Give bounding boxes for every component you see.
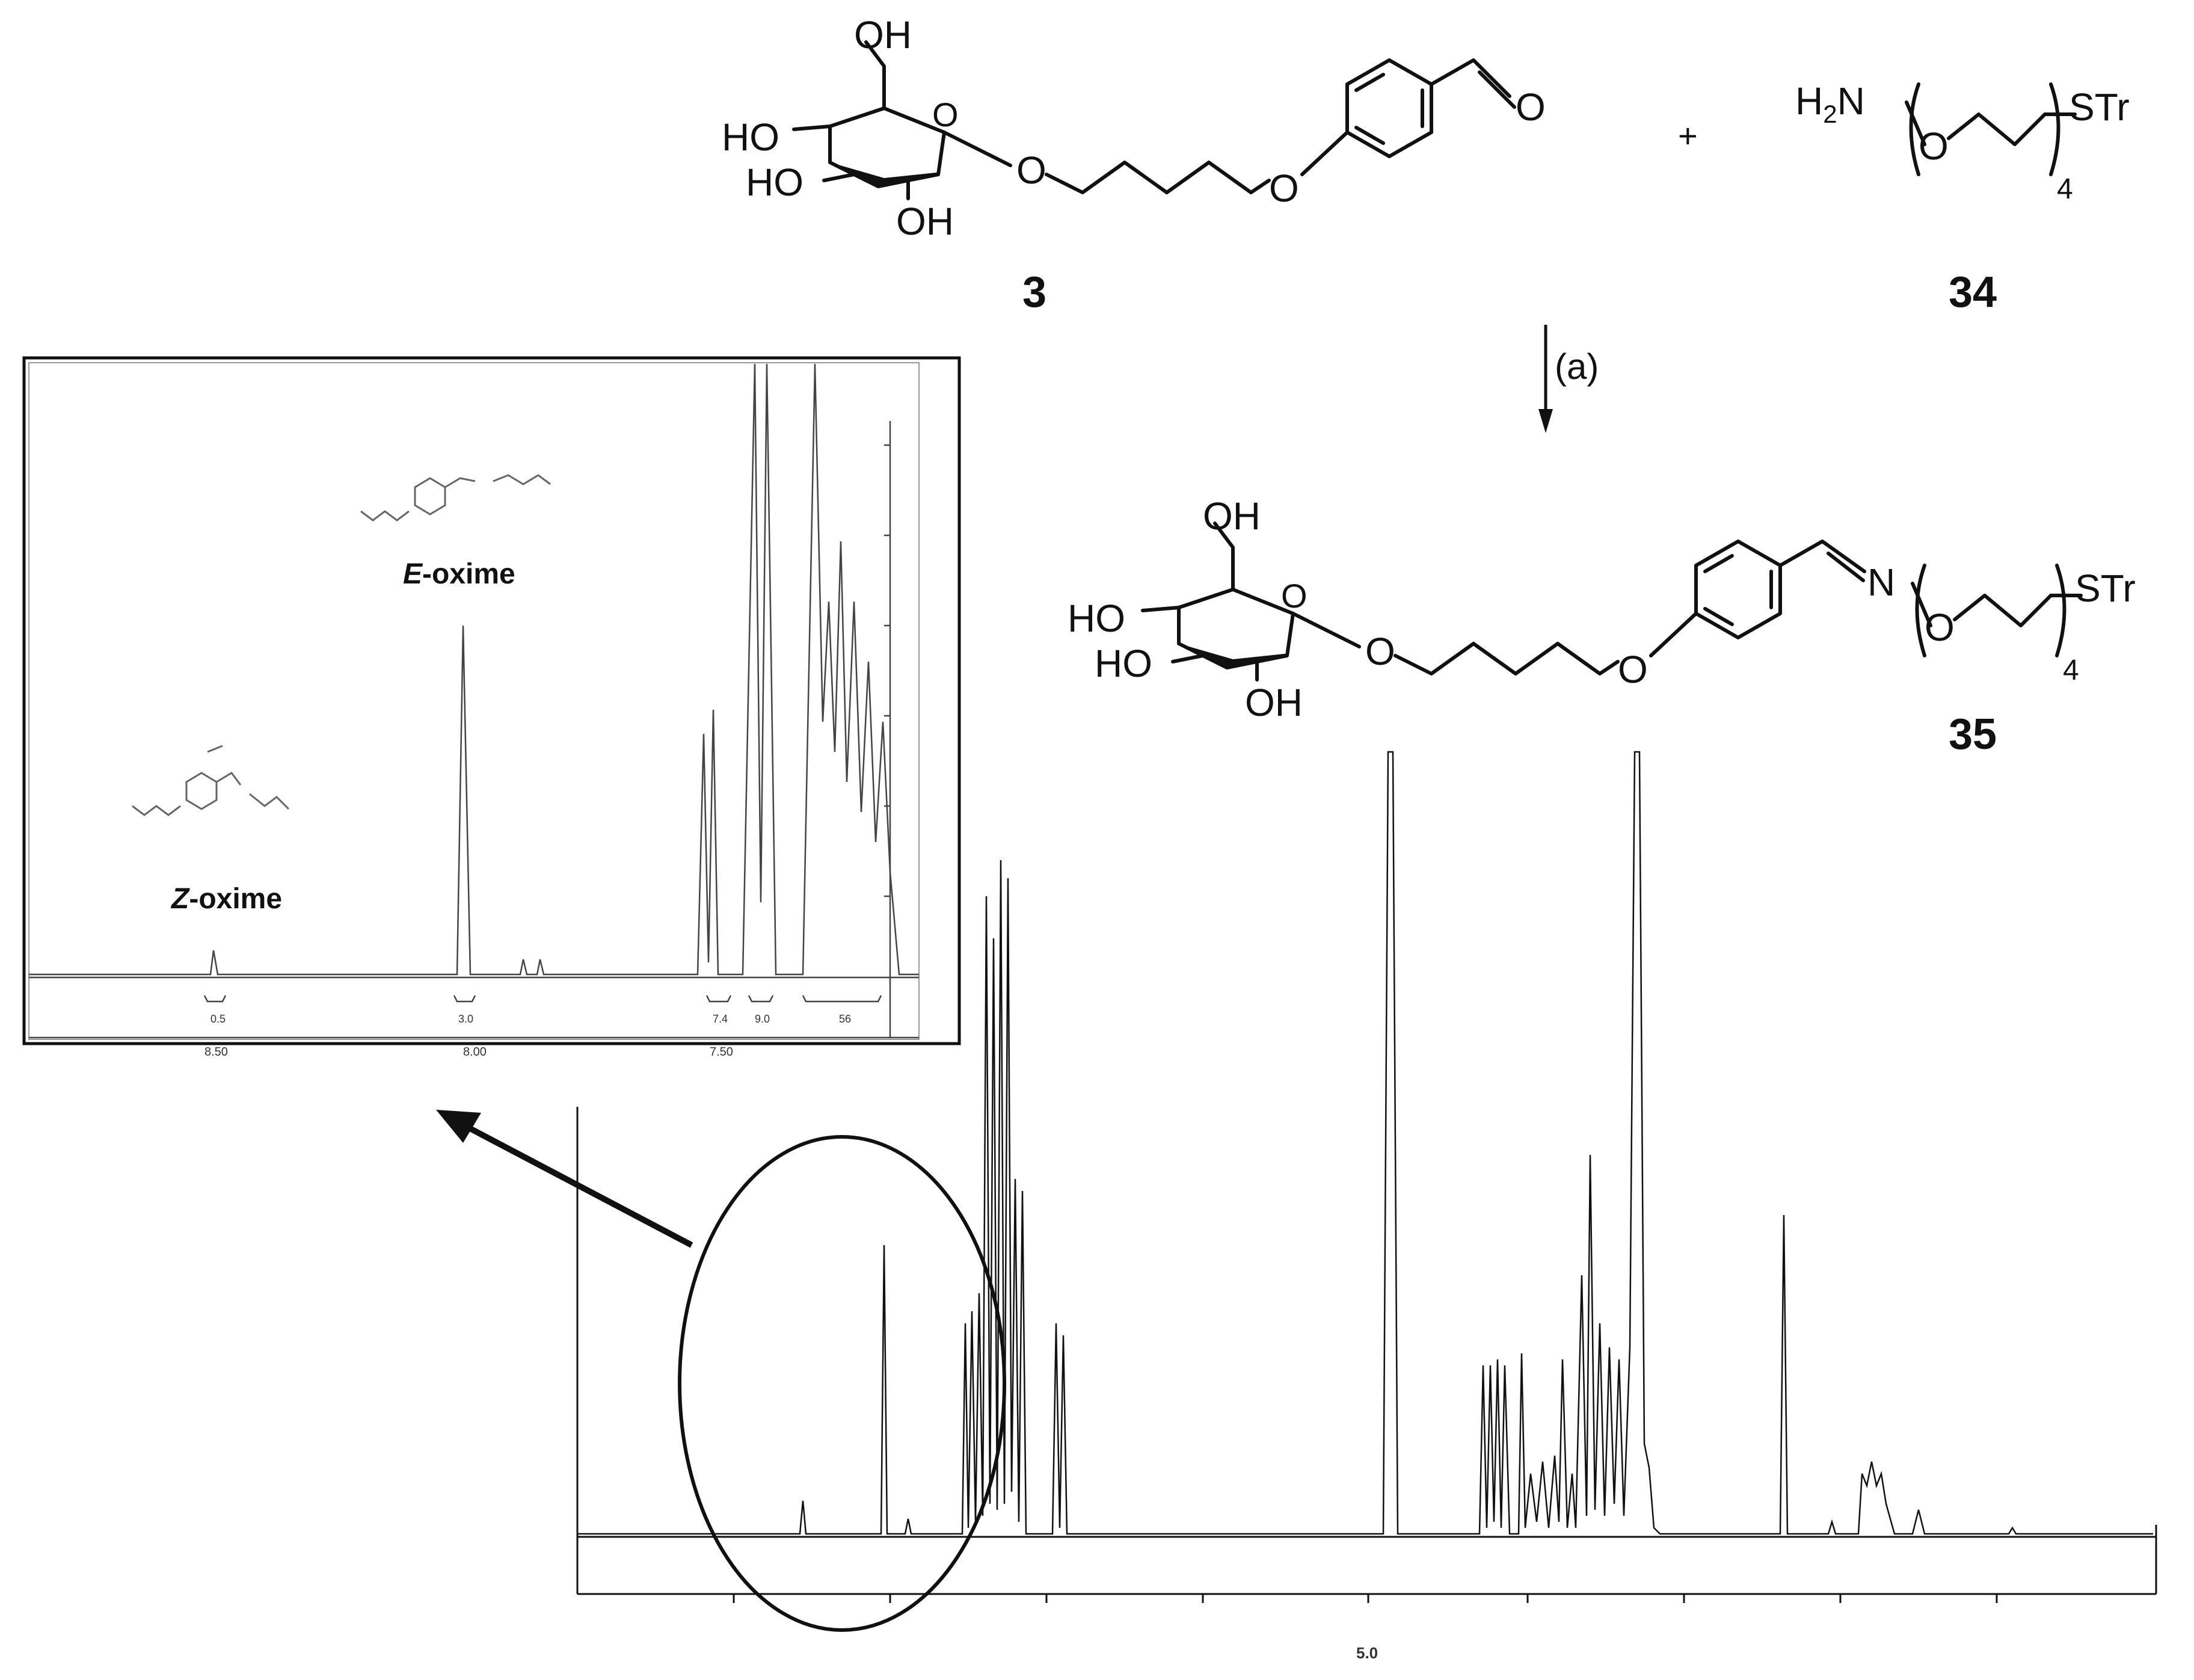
cmpd35-o-aryl: O: [1618, 648, 1648, 691]
cmpd35-oh-top: OH: [1203, 494, 1261, 538]
cmpd34-repeat: 4: [2057, 173, 2073, 205]
inset-integrals: 0.5 3.0 7.4 9.0 56: [203, 995, 882, 1025]
cmpd35-repeat: 4: [2063, 654, 2079, 686]
inset-tick-850: 8.50: [204, 1045, 228, 1059]
main-axis-label-5: 5.0: [1356, 1644, 1378, 1662]
plus-sign: +: [1678, 117, 1698, 155]
inset-tick-750: 7.50: [710, 1045, 733, 1059]
integral-tr: 56: [839, 1013, 851, 1025]
cmpd35-n-oxime: N: [1867, 561, 1895, 604]
cmpd3-o-anomeric: O: [1016, 149, 1046, 192]
compound-35-structure: OH HO HO OH O O O N O 4 STr 35: [1068, 494, 2136, 758]
cmpd35-terminus: STr: [2075, 567, 2136, 610]
main-trace: [577, 751, 2153, 1535]
inset-right-ticks: [884, 444, 890, 897]
z-oxime-label: Z-oxime: [170, 883, 282, 915]
integral-z: 0.5: [210, 1013, 226, 1025]
compound-3-structure: OH HO HO OH O O O O 3: [722, 13, 1546, 316]
zoom-region-ellipse: [678, 1135, 1006, 1632]
inset-tick-800: 8.00: [463, 1045, 487, 1059]
cmpd35-ho-3: HO: [1095, 642, 1152, 685]
cmpd34-terminus: STr: [2069, 85, 2130, 129]
compound-3-label: 3: [1022, 268, 1046, 316]
compound-34-structure: H2N O 4 STr 34: [1795, 79, 2130, 316]
integral-ar2: 9.0: [755, 1013, 770, 1025]
cmpd34-peg-o: O: [1919, 125, 1949, 168]
zoom-callout: [436, 1110, 1006, 1632]
cmpd34-amine: H2N: [1795, 79, 1865, 128]
cmpd35-ho-4: HO: [1068, 597, 1125, 640]
cmpd3-o-aldehyde: O: [1516, 85, 1546, 129]
cmpd3-ho-3: HO: [746, 161, 804, 204]
integral-ar1: 7.4: [713, 1013, 728, 1025]
main-spectrum: 5.0: [576, 751, 2157, 1662]
inset-trace: [29, 363, 919, 976]
arrow-label: (a): [1555, 346, 1599, 387]
e-oxime-sketch: [360, 474, 551, 522]
cmpd35-o-ring: O: [1281, 577, 1307, 615]
cmpd35-oh-2: OH: [1245, 681, 1303, 724]
reaction-arrow: (a): [1538, 325, 1599, 433]
e-oxime-label: E-oxime: [403, 558, 515, 590]
inset-spectrum: Z-oxime E-oxime 0.5 3.0 7.4 9.0 56 8.50 …: [22, 356, 961, 1059]
cmpd3-ho-4: HO: [722, 115, 779, 159]
cmpd3-o-aryl: O: [1269, 167, 1299, 210]
compound-34-label: 34: [1949, 268, 1997, 316]
cmpd35-o-anomeric: O: [1365, 630, 1395, 673]
cmpd3-oh-2: OH: [896, 200, 954, 243]
inset-frame: [22, 356, 961, 1045]
cmpd3-oh-top: OH: [854, 13, 912, 57]
cmpd3-o-ring: O: [932, 96, 959, 134]
cmpd35-peg-o: O: [1925, 606, 1955, 649]
z-oxime-sketch: [132, 745, 290, 816]
integral-e: 3.0: [458, 1013, 473, 1025]
main-axis-ticks: [733, 1594, 1998, 1603]
compound-35-label: 35: [1949, 710, 1997, 758]
